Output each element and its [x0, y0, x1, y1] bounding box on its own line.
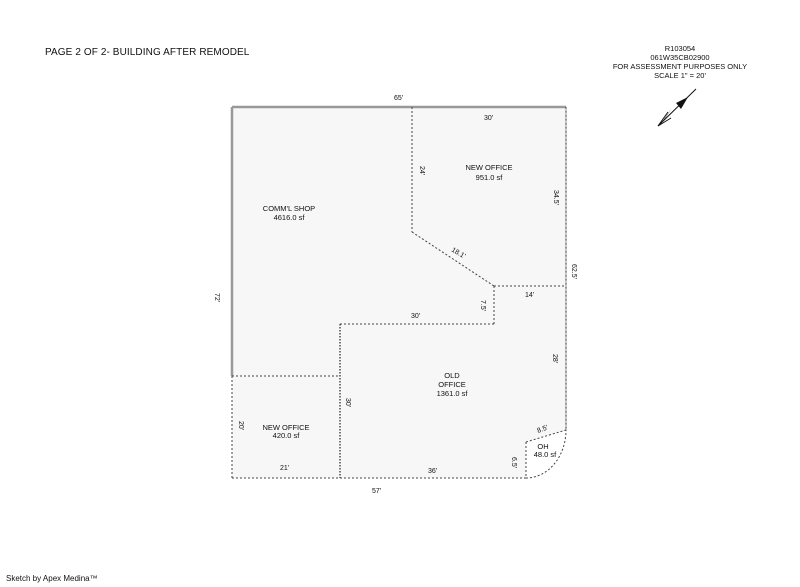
new-office-bottom-label: NEW OFFICE [262, 423, 309, 432]
dim-bottom-total: 57' [372, 488, 381, 495]
assessment-info: R103054 061W35CB02900 FOR ASSESSMENT PUR… [600, 44, 760, 80]
footer-credit: Sketch by Apex Medina™ [6, 574, 98, 583]
dim-bottom-office-width: 21' [280, 465, 289, 472]
new-office-bottom-sf: 420.0 sf [273, 431, 301, 440]
record-id: R103054 [664, 44, 696, 53]
dim-top-office-width: 30' [484, 115, 493, 122]
dim-right-total: 62.5' [570, 264, 577, 279]
dim-oh-diag: 8.5' [536, 425, 549, 435]
new-office-top-area [412, 107, 566, 286]
old-office-sf: 1361.0 sf [437, 389, 469, 398]
comm-shop-label: COMM'L SHOP [263, 204, 315, 213]
dim-mid-width: 30' [411, 313, 420, 320]
dim-oh-side: 6.5' [510, 457, 517, 468]
new-office-top-sf: 951.0 sf [476, 173, 504, 182]
new-office-top-label: NEW OFFICE [465, 163, 512, 172]
oh-label: OH [537, 442, 548, 451]
scale-note: SCALE 1" = 20' [654, 71, 706, 80]
dim-office-right: 34.5' [552, 190, 559, 205]
office-diagonal-wall [411, 231, 495, 287]
old-office-label-2: OFFICE [438, 380, 466, 389]
dim-old-office-left: 30' [344, 398, 351, 407]
dim-step-width: 14' [525, 292, 534, 299]
dim-bottom-office-left: 20' [237, 421, 244, 430]
dim-office-left: 24' [418, 166, 425, 175]
oh-arc [525, 429, 567, 479]
dim-step-height: 7.5' [479, 300, 486, 311]
page-title: PAGE 2 OF 2- BUILDING AFTER REMODEL [45, 47, 250, 58]
north-arrow-icon [657, 88, 697, 127]
purpose-note: FOR ASSESSMENT PURPOSES ONLY [612, 62, 748, 71]
comm-shop-sf: 4616.0 sf [274, 213, 306, 222]
dim-right-lower: 28' [551, 354, 558, 363]
parcel-number: 061W35CB02900 [650, 53, 710, 62]
old-office-label-1: OLD [444, 371, 460, 380]
dim-bottom-mid: 36' [428, 468, 437, 475]
dim-left: 72' [213, 293, 220, 302]
oh-sf: 48.0 sf [534, 450, 557, 459]
old-office-area [340, 286, 566, 478]
new-office-bottom-area [232, 376, 340, 478]
oh-diagonal-wall [525, 429, 567, 443]
dim-top: 65' [394, 95, 403, 102]
